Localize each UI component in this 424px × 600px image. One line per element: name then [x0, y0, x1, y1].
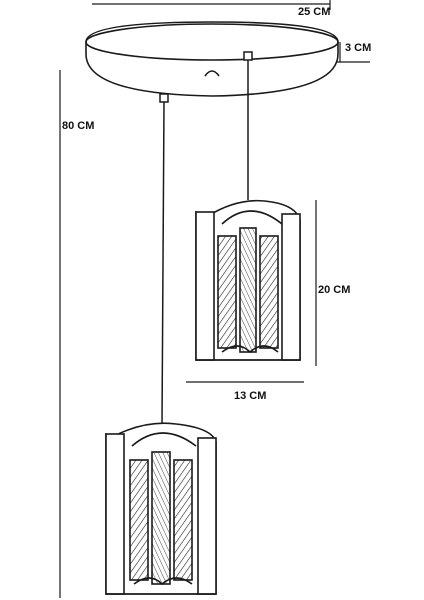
canopy-depth-label: 3 CM — [345, 42, 372, 54]
canopy-width-label: 25 CM — [298, 6, 331, 18]
upper-shade — [195, 199, 301, 361]
pendant-cords — [159, 51, 253, 425]
shade-height-label: 20 CM — [318, 284, 351, 296]
total-height-label: 80 CM — [62, 120, 95, 132]
width-dimension-line — [92, 0, 331, 10]
shade-width-label: 13 CM — [234, 390, 267, 402]
lower-shade — [105, 422, 217, 595]
ceiling-canopy — [85, 21, 339, 97]
depth-dimension-line — [336, 42, 370, 63]
